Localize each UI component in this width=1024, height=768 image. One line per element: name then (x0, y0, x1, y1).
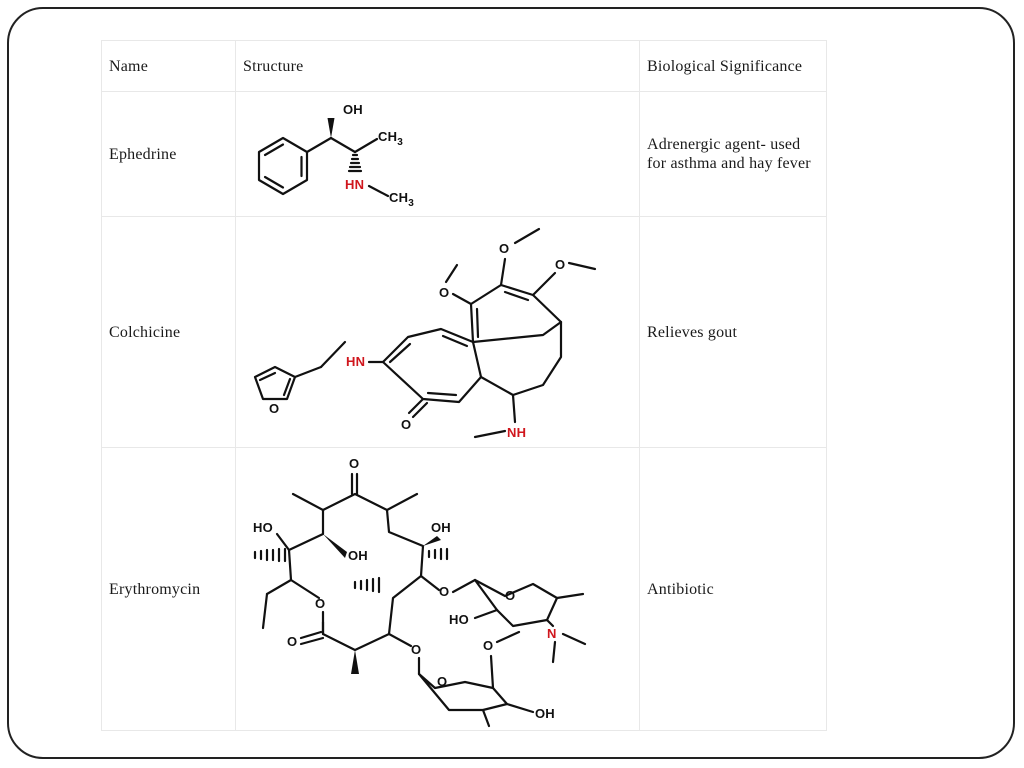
erythromycin-oh2: OH (431, 520, 451, 535)
erythromycin-ho2: HO (449, 612, 469, 627)
colchicine-ome3: O (555, 257, 565, 272)
header-structure: Structure (235, 40, 640, 92)
drug-significance: Relieves gout (639, 216, 827, 448)
table-row: Ephedrine OH CH3 HN (101, 91, 827, 217)
colchicine-o-ketone: O (401, 417, 411, 432)
structure-cell: O HN O NH (235, 216, 640, 448)
ephedrine-structure: OH CH3 HN CH3 (257, 102, 414, 209)
erythromycin-structure: O HO OH (253, 456, 587, 728)
erythromycin-o-sugar1: O (505, 588, 515, 603)
erythromycin-o-me: O (483, 638, 493, 653)
ephedrine-ch3-top: CH3 (378, 129, 403, 148)
drug-significance: Adrenergic agent- used for asthma and ha… (639, 91, 827, 217)
structure-cell: O HO OH (235, 447, 640, 731)
drug-table: Name Structure Biological Significance E… (101, 40, 827, 731)
table-row: Erythromycin O HO (101, 447, 827, 731)
table-header-row: Name Structure Biological Significance (101, 40, 827, 92)
slide-frame (7, 7, 1015, 759)
header-significance: Biological Significance (639, 40, 827, 92)
header-name: Name (101, 40, 236, 92)
colchicine-o-furan: O (269, 401, 279, 416)
erythromycin-o-sugar2: O (437, 674, 447, 689)
drug-name: Colchicine (101, 216, 236, 448)
ephedrine-ch3-bottom: CH3 (389, 190, 414, 209)
erythromycin-ho1: HO (253, 520, 273, 535)
colchicine-structure: O HN O NH (253, 227, 597, 440)
colchicine-nh: NH (507, 425, 526, 440)
erythromycin-o-link2: O (411, 642, 421, 657)
erythromycin-o-lactone: O (287, 634, 297, 649)
structure-cell: OH CH3 HN CH3 (235, 91, 640, 217)
erythromycin-o-link1: O (439, 584, 449, 599)
erythromycin-oh1: OH (348, 548, 368, 563)
ephedrine-hn: HN (345, 177, 364, 192)
drug-significance: Antibiotic (639, 447, 827, 731)
erythromycin-oh3: OH (535, 706, 555, 721)
erythromycin-o-ketone: O (349, 456, 359, 471)
table-row: Colchicine O HN O (101, 216, 827, 448)
colchicine-ome2: O (499, 241, 509, 256)
erythromycin-n: N (547, 626, 557, 641)
ephedrine-oh: OH (343, 102, 363, 117)
drug-name: Ephedrine (101, 91, 236, 217)
colchicine-ome1: O (439, 285, 449, 300)
colchicine-hn: HN (346, 354, 365, 369)
drug-name: Erythromycin (101, 447, 236, 731)
erythromycin-o-ring: O (315, 596, 325, 611)
